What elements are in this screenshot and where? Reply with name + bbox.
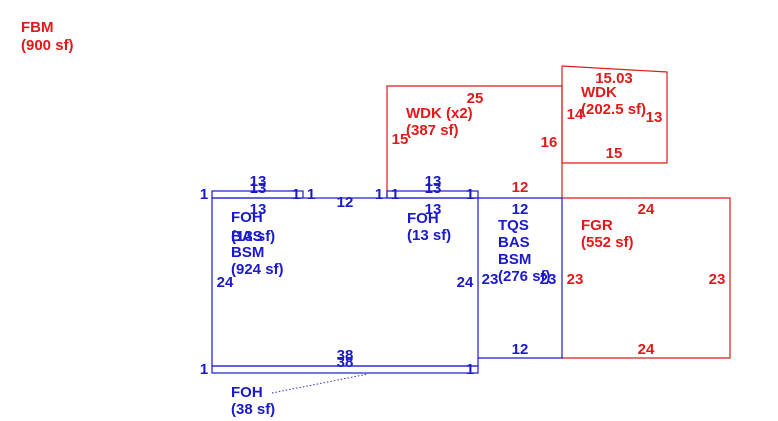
dim-fgr-left: 23 [567, 271, 584, 288]
main-area-overlap-area: (13 sf) [231, 228, 275, 245]
fgr-size: (552 sf) [581, 234, 634, 251]
top-strip-right [386, 190, 479, 199]
dim-strip-inner: 13 [250, 201, 267, 218]
tqs-size: (276 sf) [498, 268, 551, 285]
dim-wdk1-left: 15 [392, 131, 409, 148]
dim-strip2-end-2: 1 [466, 186, 474, 203]
dim-bottom-b: 38 [337, 354, 354, 371]
dim-wdk2-right: 13 [646, 109, 663, 126]
dim-main-right: 24 [457, 274, 474, 291]
dim-strip-end-4: 1 [375, 186, 383, 203]
dim-wdk2-left: 14 [567, 106, 584, 123]
fgr-name: FGR [581, 217, 613, 234]
dim-wdk1-right: 16 [541, 134, 558, 151]
dim-strip2-inner: 13 [425, 201, 442, 218]
dim-bottom-end-2: 1 [466, 361, 474, 378]
tqs-type-bas: BAS [498, 234, 530, 251]
foh-top-name: FOH [407, 210, 439, 227]
fbm-label: FBM (900 sf) [21, 19, 74, 55]
tqs-name: TQS [498, 217, 529, 234]
dim-fgr-top: 24 [638, 201, 655, 218]
dim-strip-end-1: 1 [200, 186, 208, 203]
dim-tqs-bottom: 12 [512, 341, 529, 358]
dim-strip-end-3: 1 [307, 186, 315, 203]
dim-strip-top-a: 13 [250, 173, 267, 190]
dim-tqs-left: 23 [482, 271, 499, 288]
dim-wdk1-bottom: 12 [512, 179, 529, 196]
dim-strip2-top-a: 13 [425, 173, 442, 190]
wdk-x2-size: (387 sf) [406, 122, 459, 139]
dim-wdk1-top: 25 [467, 90, 484, 107]
dim-tqs-right: 23 [540, 271, 557, 288]
dim-fgr-right: 23 [709, 271, 726, 288]
bottom-strip [211, 365, 479, 374]
fgr-outline [562, 197, 731, 359]
tqs-outline [478, 197, 563, 359]
main-area-type-bsm: BSM [231, 244, 264, 261]
dim-tqs-top: 12 [512, 201, 529, 218]
dim-strip2-end-1: 1 [391, 186, 399, 203]
dim-strip-top-b: 13 [250, 180, 267, 197]
dim-main-left: 24 [217, 274, 234, 291]
wdk-x2-name: WDK (x2) [406, 105, 473, 122]
dim-wdk2-bottom: 15 [606, 145, 623, 162]
dim-strip2-top-b: 13 [425, 180, 442, 197]
main-area-type-bas: BAS [231, 228, 263, 245]
wdk-size: (202.5 sf) [581, 101, 646, 118]
tqs-type-bsm: BSM [498, 251, 531, 268]
wdk-name: WDK [581, 84, 617, 101]
foh-leader-line [271, 373, 369, 394]
dim-fgr-bottom: 24 [638, 341, 655, 358]
fbm-name: FBM [21, 19, 54, 36]
foh-bottom-name: FOH [231, 384, 263, 401]
wdk-outline [561, 65, 668, 164]
dim-main-top: 12 [337, 194, 354, 211]
top-strip-left [211, 190, 304, 199]
fbm-area: (900 sf) [21, 37, 74, 54]
dim-strip-end-2: 1 [292, 186, 300, 203]
foh-bottom-size: (38 sf) [231, 401, 275, 418]
foh-top-size: (13 sf) [407, 227, 451, 244]
dim-bottom-a: 38 [337, 347, 354, 364]
dim-wdk2-top: 15.03 [595, 70, 633, 87]
main-area-size: (924 sf) [231, 261, 284, 278]
dim-bottom-end-1: 1 [200, 361, 208, 378]
main-area-name: FOH [231, 209, 263, 226]
